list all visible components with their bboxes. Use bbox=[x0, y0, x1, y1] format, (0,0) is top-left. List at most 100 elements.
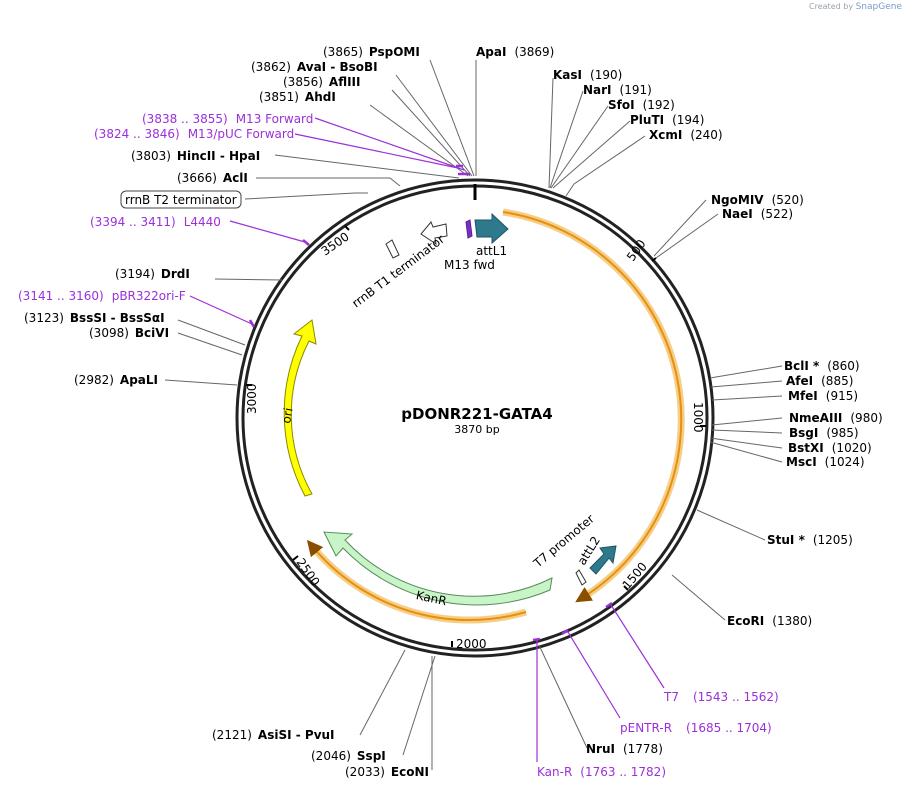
site-AfeI: AfeI (885) bbox=[786, 374, 853, 388]
primer-L4440: (3394 .. 3411) L4440 bbox=[90, 215, 221, 229]
site-EcoRI: EcoRI(1380) bbox=[727, 614, 812, 628]
site-PspOMI: (3865) PspOMI bbox=[323, 45, 420, 59]
site-SspI: (2046)SspI bbox=[311, 749, 386, 763]
site-pos: (3869) bbox=[514, 45, 554, 59]
site-name: BssSI - BssSαI bbox=[70, 311, 165, 325]
site-AsiSI: (2121) AsiSI - PvuI bbox=[212, 728, 335, 742]
site-DrdI: (3194)DrdI bbox=[115, 267, 190, 281]
site-MscI: MscI (1024) bbox=[786, 455, 865, 469]
site-EcoNI: (2033)EcoNI bbox=[345, 765, 429, 779]
ori-feature bbox=[283, 319, 317, 497]
site-name: SspI bbox=[357, 749, 386, 763]
site-name: ApaI bbox=[476, 45, 506, 59]
site-pos: (980) bbox=[850, 411, 882, 425]
site-pos: (3803) bbox=[131, 149, 171, 163]
site-name: StuI * bbox=[767, 533, 806, 547]
site-pos: (3865) bbox=[323, 45, 363, 59]
site-pos: (1024) bbox=[825, 455, 865, 469]
snapgene-credit: Created by SnapGene bbox=[809, 2, 902, 12]
primer-name: M13 Forward bbox=[236, 112, 314, 126]
site-BsgI: BsgI (985) bbox=[789, 426, 859, 440]
site-pos: (2982) bbox=[74, 373, 114, 387]
attl1-feature bbox=[474, 212, 509, 245]
site-pos: (194) bbox=[672, 113, 704, 127]
rrnb-t1-feature bbox=[420, 221, 448, 246]
site-pos: (3098) bbox=[89, 326, 129, 340]
site-NmeAIII: NmeAIII (980) bbox=[789, 411, 883, 425]
site-pos: (915) bbox=[826, 389, 858, 403]
m13-fwd-feature bbox=[465, 219, 473, 239]
site-MfeI: MfeI(915) bbox=[788, 389, 858, 403]
orange-arc2-feature bbox=[306, 539, 527, 622]
tick-marks bbox=[246, 225, 706, 647]
site-NaeI: NaeI(522) bbox=[722, 207, 793, 221]
site-name: AfeI bbox=[786, 374, 813, 388]
backbone-outer bbox=[235, 178, 715, 658]
site-pos: (3194) bbox=[115, 267, 155, 281]
primer-name: L4440 bbox=[184, 215, 221, 229]
site-name: NgoMIV bbox=[711, 193, 764, 207]
primer-name: pENTR-R bbox=[620, 721, 672, 735]
site-name: PspOMI bbox=[369, 45, 420, 59]
site-name: MscI bbox=[786, 455, 817, 469]
t7-promoter-feature bbox=[575, 569, 587, 586]
site-name: AclI bbox=[223, 171, 248, 185]
site-name: AhdI bbox=[305, 90, 336, 104]
site-pos: (2121) bbox=[212, 728, 252, 742]
primer-name: T7 bbox=[663, 690, 679, 704]
tick-label-3000: 3000 bbox=[245, 383, 259, 414]
rrnb-t2-box bbox=[120, 190, 242, 209]
site-name: ApaLI bbox=[120, 373, 158, 387]
site-name: AsiSI - PvuI bbox=[258, 728, 335, 742]
primer-KanR: Kan-R(1763 .. 1782) bbox=[537, 765, 666, 779]
orange-arc-feature bbox=[502, 211, 683, 603]
site-SfoI: SfoI(192) bbox=[608, 98, 675, 112]
attl2-feature bbox=[589, 545, 617, 575]
site-name: BsgI bbox=[789, 426, 818, 440]
site-name: KasI bbox=[553, 68, 582, 82]
site-pos: (192) bbox=[643, 98, 675, 112]
primer-pENTR: pENTR-R (1685 .. 1704) bbox=[620, 721, 772, 735]
primer-pBR322: (3141 .. 3160)pBR322ori-F bbox=[18, 289, 186, 303]
primer-M13pUC: (3824 .. 3846)M13/pUC Forward bbox=[94, 127, 294, 141]
primer-range: (1543 .. 1562) bbox=[693, 690, 779, 704]
site-name: AvaI - BsoBI bbox=[297, 60, 378, 74]
site-pos: (3123) bbox=[24, 311, 64, 325]
rrnb-t2-feature bbox=[385, 239, 400, 259]
site-BciVI: (3098) BciVI bbox=[89, 326, 169, 340]
site-AvaI: (3862)AvaI - BsoBI bbox=[251, 60, 378, 74]
site-name: AflIII bbox=[329, 75, 361, 89]
site-BssSI: (3123) BssSI - BssSαI bbox=[24, 311, 165, 325]
tick-label-2500: 2500 bbox=[294, 556, 323, 589]
rrnb-t1-label: rrnB T1 terminator bbox=[349, 232, 447, 310]
site-pos: (3666) bbox=[177, 171, 217, 185]
site-name: BciVI bbox=[135, 326, 169, 340]
site-KasI: KasI(190) bbox=[553, 68, 622, 82]
site-name: EcoRI bbox=[727, 614, 764, 628]
ori-label: ori bbox=[279, 407, 295, 425]
site-AflIII: (3856)AflIII bbox=[283, 75, 360, 89]
site-AhdI: (3851)AhdI bbox=[259, 90, 336, 104]
site-name: NmeAIII bbox=[789, 411, 842, 425]
primer-range: (3394 .. 3411) bbox=[90, 215, 176, 229]
primer-range: (3141 .. 3160) bbox=[18, 289, 104, 303]
site-pos: (1778) bbox=[623, 742, 663, 756]
site-pos: (985) bbox=[826, 426, 858, 440]
site-AclI: (3666) AclI bbox=[177, 171, 248, 185]
site-pos: (860) bbox=[827, 359, 859, 373]
attl1-label: attL1 bbox=[476, 244, 507, 258]
site-name: HincII - HpaI bbox=[177, 149, 260, 163]
site-pos: (2033) bbox=[345, 765, 385, 779]
primer-range: (1685 .. 1704) bbox=[686, 721, 772, 735]
site-pos: (885) bbox=[821, 374, 853, 388]
site-pos: (522) bbox=[761, 207, 793, 221]
site-connectors bbox=[164, 59, 783, 770]
site-name: NarI bbox=[583, 83, 612, 97]
site-HincII: (3803) HincII - HpaI bbox=[131, 149, 260, 163]
site-pos: (191) bbox=[620, 83, 652, 97]
site-NgoMIV: NgoMIV(520) bbox=[711, 193, 804, 207]
kanr-feature bbox=[323, 531, 553, 606]
plasmid-length: 3870 bp bbox=[454, 423, 499, 436]
rrnb-t2-label: rrnB T2 terminator bbox=[125, 193, 237, 207]
